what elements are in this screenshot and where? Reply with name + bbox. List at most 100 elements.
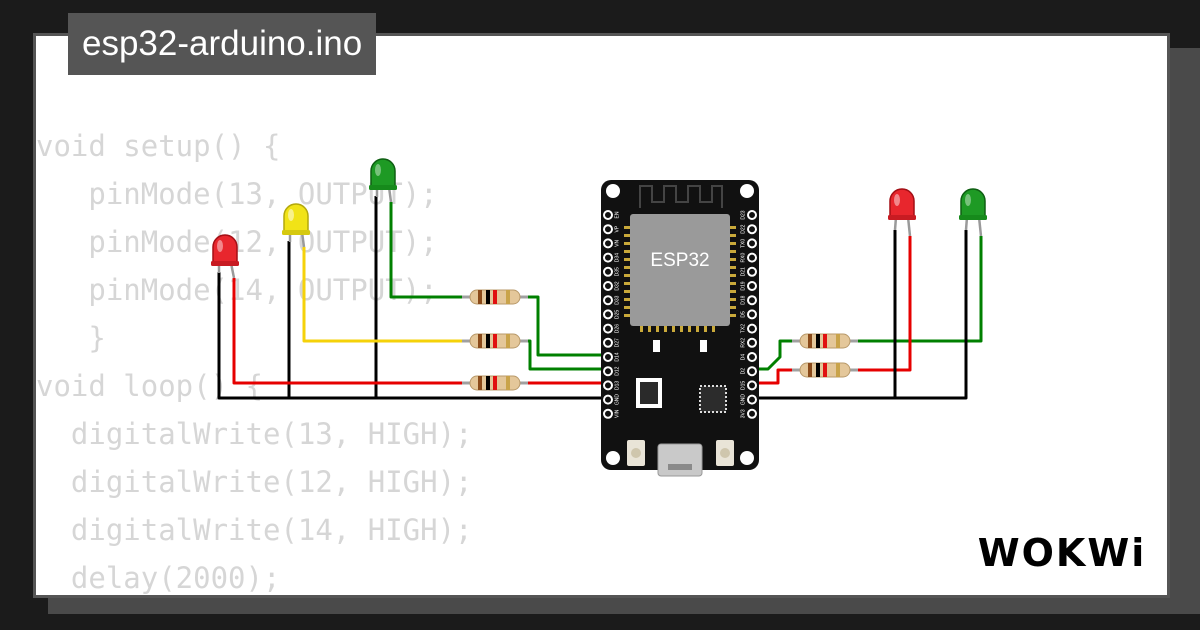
led-red-right[interactable] [888, 188, 916, 237]
pin-label: GND [614, 394, 620, 406]
pin-label: D27 [614, 338, 620, 347]
voltage-regulator-body [640, 382, 658, 404]
wokwi-logo: WOKWi [978, 531, 1147, 575]
resistor[interactable] [462, 289, 528, 305]
code-background: void setup() { pinMode(13, OUTPUT); pinM… [36, 122, 473, 602]
pin-hole[interactable] [603, 380, 613, 391]
pin-hole[interactable] [747, 210, 757, 220]
pin-label: D22 [740, 224, 746, 233]
pin-hole[interactable] [603, 323, 613, 334]
pin-label: GND [740, 394, 746, 406]
resistor[interactable] [792, 333, 858, 349]
mount-hole [606, 184, 620, 198]
pin-label: RX0 [740, 253, 746, 263]
pin-hole[interactable] [603, 210, 613, 220]
code-line: digitalWrite(12, HIGH); [36, 465, 473, 499]
pin-hole[interactable] [603, 366, 613, 377]
pin-hole[interactable] [747, 309, 757, 320]
pin-hole[interactable] [603, 408, 613, 419]
resistor[interactable] [792, 362, 858, 378]
wire-gnd-right[interactable] [750, 230, 968, 400]
pin-hole[interactable] [603, 252, 613, 263]
wire-green-right[interactable] [750, 236, 983, 371]
pin-label: D32 [614, 281, 620, 290]
usb-port-opening [668, 464, 692, 470]
pin-hole[interactable] [747, 224, 757, 235]
pin-label: D21 [740, 267, 746, 276]
pin-hole[interactable] [603, 238, 613, 249]
pin-hole[interactable] [603, 309, 613, 320]
pin-label: D5 [740, 311, 746, 318]
wires [217, 196, 983, 400]
code-line: delay(2000); [36, 561, 281, 595]
resistor[interactable] [462, 333, 528, 349]
pin-hole[interactable] [747, 238, 757, 249]
esp32-module-shield [630, 214, 730, 326]
resistor[interactable] [462, 375, 528, 391]
wire-gnd-left[interactable] [217, 196, 605, 400]
pin-hole[interactable] [603, 295, 613, 306]
led-red-left[interactable] [211, 234, 239, 279]
pin-label: D14 [614, 352, 620, 361]
pin-header-right: D23D22TX0RX0D21D19D18D5TX2RX2D4D2D15GND3… [740, 210, 757, 419]
pin-label: D4 [740, 354, 746, 361]
pin-label: D2 [740, 368, 746, 375]
wire-red-right[interactable] [750, 236, 912, 385]
wokwi-logo-text: WOKWi [978, 531, 1147, 575]
module-pads [624, 226, 736, 332]
esp32-chip-label: ESP32 [650, 250, 709, 271]
wire-yellow[interactable] [302, 247, 470, 343]
mount-hole [740, 451, 754, 465]
pin-label: D12 [614, 366, 620, 375]
code-line: void loop() { [36, 369, 263, 403]
pin-label: D26 [614, 324, 620, 333]
pin-hole[interactable] [747, 366, 757, 377]
led-green-left[interactable] [369, 158, 397, 203]
pin-hole[interactable] [747, 352, 757, 362]
pin-hole[interactable] [747, 337, 757, 348]
pin-label: D34 [614, 253, 620, 262]
pin-hole[interactable] [747, 281, 757, 291]
wire-green-left[interactable] [389, 202, 470, 299]
pin-hole[interactable] [747, 266, 757, 277]
pin-hole[interactable] [747, 380, 757, 391]
code-line: pinMode(14, OUTPUT); [36, 273, 438, 307]
pin-label: 3V3 [740, 409, 746, 418]
pin-label: D15 [740, 381, 746, 390]
pin-hole[interactable] [603, 394, 613, 405]
pin-hole[interactable] [747, 252, 757, 263]
pin-label: VN [614, 240, 620, 247]
esp32-board[interactable]: ESP32 ENVPVND34D35D32D33D25D26D27D14D12D… [601, 180, 759, 477]
code-line: pinMode(12, OUTPUT); [36, 225, 438, 259]
pin-label: TX2 [740, 324, 746, 333]
code-line: pinMode(13, OUTPUT); [36, 177, 438, 211]
boot-button-cap [631, 448, 641, 458]
code-line: void setup() { [36, 129, 281, 163]
pin-label: D23 [740, 210, 746, 219]
pin-hole[interactable] [747, 408, 757, 419]
usb-serial-chip [699, 385, 727, 413]
pin-hole[interactable] [603, 281, 613, 291]
mount-hole [740, 184, 754, 198]
usb-port[interactable] [657, 443, 703, 477]
code-line: } [36, 321, 106, 355]
pin-label: VIN [614, 409, 620, 418]
pin-hole[interactable] [747, 323, 757, 334]
led-yellow[interactable] [282, 203, 310, 248]
pin-label: TX0 [740, 239, 746, 248]
pin-hole[interactable] [603, 352, 613, 362]
pin-hole[interactable] [747, 295, 757, 306]
pin-label: D33 [614, 295, 620, 304]
smd-part [653, 340, 660, 352]
pin-hole[interactable] [603, 337, 613, 348]
led-green-right[interactable] [959, 188, 987, 237]
antenna-trace [639, 185, 723, 208]
pin-hole[interactable] [603, 266, 613, 277]
pin-hole[interactable] [603, 224, 613, 235]
wire-green-left-2[interactable] [520, 295, 605, 357]
pin-hole[interactable] [747, 394, 757, 405]
pin-label: EN [614, 211, 620, 218]
pin-label: D35 [614, 267, 620, 276]
wire-red-left[interactable] [232, 278, 605, 385]
